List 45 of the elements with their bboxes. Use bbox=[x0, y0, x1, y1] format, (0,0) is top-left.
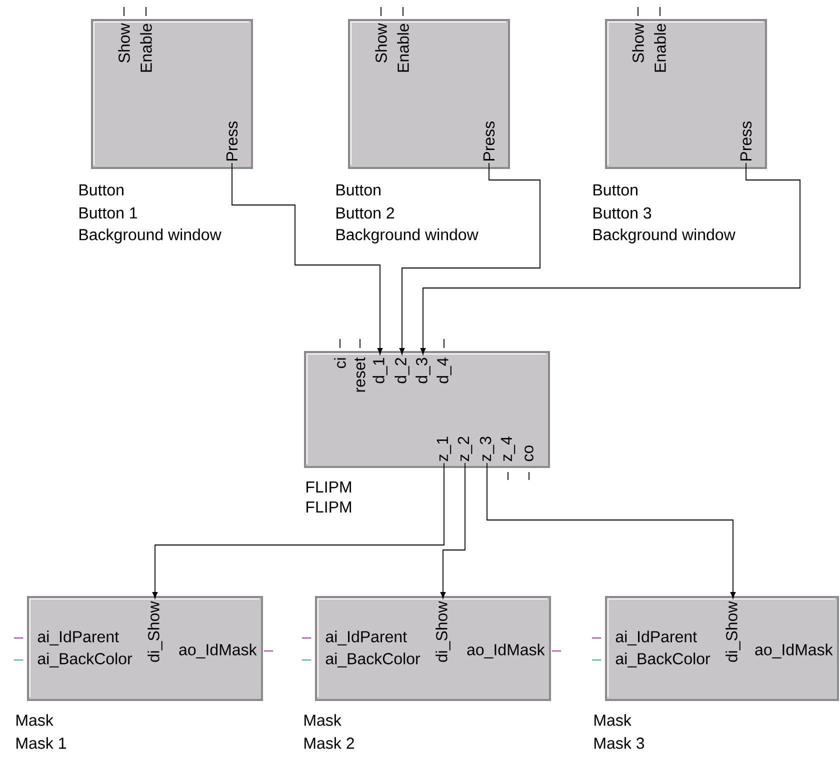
block-label: Mask Mask 1 bbox=[16, 714, 66, 749]
block-label: Button Button 3 Background window bbox=[594, 184, 736, 244]
connector-arrow bbox=[232, 162, 383, 355]
pin-label: ai_IdParent bbox=[38, 630, 119, 646]
pin-label: Show bbox=[632, 23, 644, 62]
connector-arrow bbox=[399, 162, 540, 355]
pin-label: ai_IdParent bbox=[326, 630, 407, 646]
block-label: Button Button 2 Background window bbox=[336, 184, 478, 244]
pin-label: ai_BackColor bbox=[616, 652, 710, 668]
block-label: Button Button 1 Background window bbox=[80, 184, 222, 244]
pin-label: di_Show bbox=[436, 601, 450, 662]
pin-label: d_1 bbox=[372, 358, 388, 384]
pin-label: Enable bbox=[397, 24, 409, 72]
pin-label: z_1 bbox=[436, 436, 452, 462]
pin-label: Show bbox=[375, 23, 387, 62]
connector-arrow bbox=[420, 162, 800, 355]
connector-arrow bbox=[440, 462, 466, 599]
pin-label: z_2 bbox=[458, 436, 472, 462]
connector-arrow bbox=[486, 462, 736, 599]
pin-label: reset bbox=[354, 357, 366, 392]
pin-label: ai_BackColor bbox=[326, 652, 420, 668]
connector-arrow bbox=[152, 462, 444, 599]
pin-label: ao_IdMask bbox=[467, 644, 545, 658]
pin-label: Press bbox=[483, 121, 495, 160]
block-label: Mask Mask 3 bbox=[594, 714, 644, 749]
block-label: Mask Mask 2 bbox=[304, 714, 354, 749]
pin-label: Enable bbox=[654, 24, 666, 72]
pin-label: ao_IdMask bbox=[755, 644, 833, 658]
pin-label: z_3 bbox=[480, 436, 494, 462]
pin-label: ci bbox=[334, 358, 346, 368]
pin-label: z_4 bbox=[500, 436, 516, 462]
pin-label: Show bbox=[118, 23, 130, 62]
block-label: FLIPM FLIPM bbox=[306, 482, 351, 512]
pin-label: ai_BackColor bbox=[38, 652, 132, 668]
pin-label: Press bbox=[226, 121, 238, 160]
pin-label: Enable bbox=[140, 24, 152, 72]
pin-label: Press bbox=[740, 121, 752, 160]
pin-label: d_4 bbox=[436, 358, 452, 384]
pin-label: ao_IdMask bbox=[179, 644, 257, 658]
pin-label: ai_IdParent bbox=[616, 630, 697, 646]
pin-label: d_2 bbox=[394, 358, 410, 384]
pin-label: di_Show bbox=[726, 601, 740, 662]
pin-label: d_3 bbox=[416, 358, 430, 384]
pin-label: co bbox=[524, 446, 534, 462]
pin-label: di_Show bbox=[148, 601, 162, 662]
